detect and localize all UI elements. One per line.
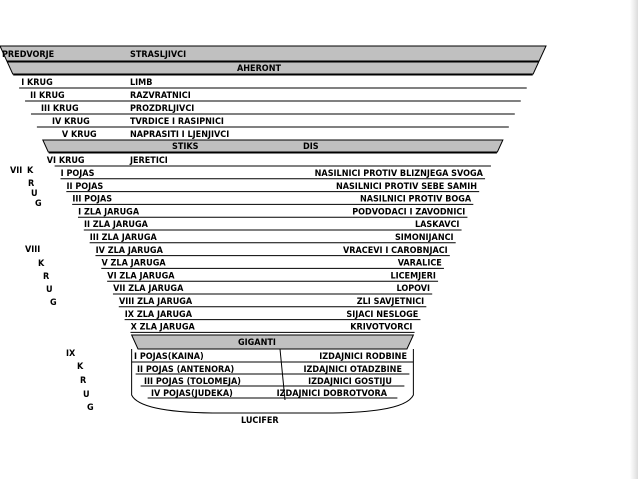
belt-label: VIII ZLA JARUGA: [119, 297, 193, 307]
sin-label: RAZVRATNICI: [130, 91, 191, 101]
seventh-circle-numeral: VII: [10, 166, 22, 176]
sinner-label: IZDAJNICI GOSTIJU: [308, 377, 392, 387]
sinner-label: IZDAJNICI DOBROTVORA: [277, 389, 388, 399]
ninth-circle-letter-k: K: [77, 362, 84, 372]
ninth-circle-letter-u: U: [83, 390, 90, 400]
predvorje-band: [0, 45, 547, 62]
circle-label: I KRUG: [21, 78, 53, 88]
sinner-label: VRACEVI I CAROBNJACI: [343, 246, 448, 256]
belt-label: VI ZLA JARUGA: [107, 271, 175, 281]
circle-label: IV KRUG: [52, 117, 90, 127]
belt-label: IX ZLA JARUGA: [125, 310, 193, 320]
stiks-dis-band: [42, 139, 504, 153]
sinner-label: KRIVOTVORCI: [350, 323, 412, 333]
sinner-label: ZLI SAVJETNICI: [357, 297, 424, 307]
seventh-circle-letter-u: U: [31, 189, 38, 199]
belt-label: IV POJAS(JUDEKA): [151, 389, 233, 399]
eighth-circle-letter-g: G: [50, 298, 57, 308]
eighth-circle-letter-r: R: [43, 272, 50, 282]
giganti-band: [130, 334, 415, 350]
circle-label: III KRUG: [41, 104, 79, 114]
sinner-label: SIJACI NESLOGE: [346, 310, 418, 320]
circle-label: V KRUG: [62, 130, 97, 140]
belt-label: IV ZLA JARUGA: [96, 246, 164, 256]
belt-label: III POJAS: [72, 195, 112, 205]
belt-label: X ZLA JARUGA: [131, 323, 196, 333]
sinner-label: IZDAJNICI RODBINE: [319, 352, 407, 362]
sinner-label: LASKAVCI: [415, 220, 459, 230]
eighth-circle-letter-u: U: [46, 285, 53, 295]
belt-label: I POJAS: [61, 169, 95, 179]
row-labels: I KRUG LIMB II KRUG RAZVRATNICI III KRUG PROZ…: [21, 78, 483, 399]
seventh-circle-letter-g: G: [35, 199, 42, 209]
strasljivci-label: STRASLJIVCI: [130, 50, 186, 60]
belt-label: II POJAS: [66, 182, 103, 192]
sin-label: NAPRASITI I LJENJIVCI: [130, 130, 229, 140]
belt-label: VII ZLA JARUGA: [113, 284, 184, 294]
gray-bands: [0, 45, 547, 350]
sinner-label: LICEMJERI: [390, 271, 436, 281]
sinner-label: LOPOVI: [396, 284, 430, 294]
belt-label: I POJAS(KAINA): [134, 352, 204, 362]
ninth-circle-bowl: [131, 349, 414, 414]
ninth-circle-numeral: IX: [66, 349, 76, 359]
dis-label: DIS: [303, 142, 319, 152]
belt-label: III POJAS (TOLOMEJA): [144, 377, 241, 387]
belt-label: II POJAS (ANTENORA): [137, 365, 234, 375]
belt-label: V ZLA JARUGA: [101, 259, 166, 269]
belt-label: II ZLA JARUGA: [84, 220, 149, 230]
belt-label: I ZLA JARUGA: [78, 207, 140, 217]
eighth-circle-numeral: VIII: [25, 245, 40, 255]
aheront-label: AHERONT: [237, 64, 281, 74]
eighth-circle-letter-k: K: [38, 259, 45, 269]
stiks-label: STIKS: [172, 142, 199, 152]
giganti-label: GIGANTI: [238, 338, 276, 348]
sinner-label: NASILNICI PROTIV SEBE SAMIH: [336, 182, 477, 192]
sinner-label: SIMONIJANCI: [395, 233, 454, 243]
ninth-circle-letter-r: R: [80, 376, 87, 386]
sinner-label: IZDAJNICI OTADZBINE: [304, 365, 403, 375]
sinner-label: PODVODACI I ZAVODNICI: [352, 207, 465, 217]
belt-label: III ZLA JARUGA: [90, 233, 158, 243]
predvorje-label: PREDVORJE: [2, 50, 54, 60]
circle-label: VI KRUG: [47, 156, 85, 166]
lucifer-label: LUCIFER: [241, 416, 279, 426]
sin-label: JERETICI: [129, 156, 168, 166]
sin-label: LIMB: [130, 78, 152, 88]
right-edge-shadow: [630, 0, 638, 479]
sinner-label: NASILNICI PROTIV BLIZNJEGA SVOGA: [315, 169, 484, 179]
sinner-label: NASILNICI PROTIV BOGA: [360, 195, 472, 205]
level-lines: [13, 74, 533, 414]
ninth-circle-letter-g: G: [87, 403, 94, 413]
circle-label: II KRUG: [30, 91, 65, 101]
ninth-divider: [279, 348, 286, 401]
sin-label: PROZDRLJIVCI: [130, 104, 194, 114]
sinner-label: VARALICE: [398, 259, 442, 269]
sin-label: TVRDICE I RASIPNICI: [130, 117, 224, 127]
aheront-band: [6, 61, 540, 75]
seventh-circle-letter-r: R: [28, 179, 35, 189]
seventh-circle-letter-k: K: [27, 166, 34, 176]
